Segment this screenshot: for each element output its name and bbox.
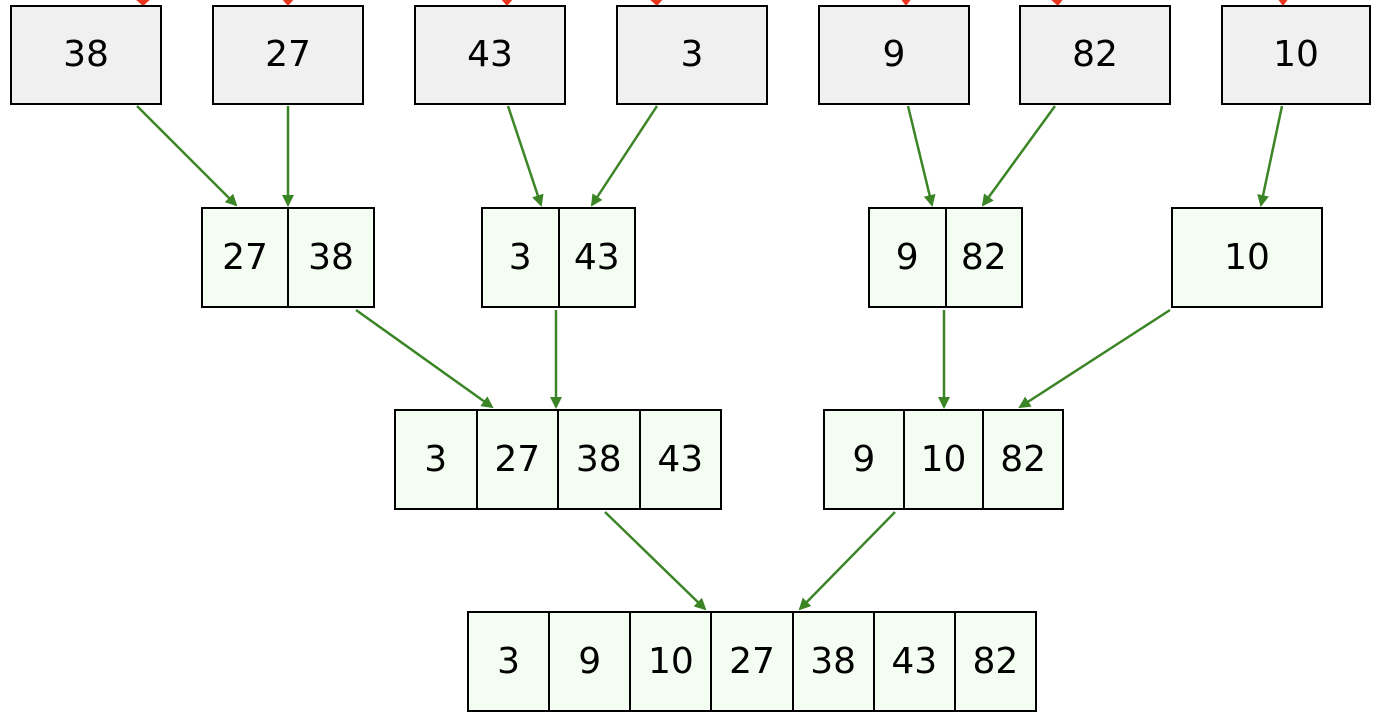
merge-arrow (1018, 308, 1171, 409)
merged-node: 27 38 (201, 207, 375, 308)
node-value: 82 (1072, 34, 1118, 75)
merge-arrow (590, 105, 659, 207)
node-value: 9 (852, 438, 876, 480)
node-value: 9 (895, 236, 919, 278)
input-node: 43 (414, 5, 566, 105)
node-value: 9 (882, 34, 906, 75)
split-arrow-tip (282, 0, 294, 6)
input-node: 27 (212, 5, 364, 105)
split-arrow-tip (1278, 0, 1288, 6)
merge-arrow (136, 105, 238, 207)
node-value: 82 (953, 613, 1035, 710)
merge-arrow (981, 105, 1057, 207)
node-value: 10 (1224, 236, 1270, 278)
input-node: 38 (10, 5, 162, 105)
node-value: 10 (629, 613, 710, 710)
node-value: 3 (424, 438, 448, 480)
node-value: 43 (467, 34, 513, 75)
node-value: 82 (944, 209, 1022, 306)
merge-arrow (506, 105, 544, 207)
node-value: 3 (680, 34, 704, 75)
node-value: 43 (557, 209, 635, 306)
node-value: 27 (475, 411, 558, 508)
node-value: 82 (982, 411, 1062, 508)
node-value: 38 (63, 34, 109, 75)
merge-arrow (798, 511, 896, 611)
node-value: 10 (1273, 34, 1319, 75)
input-node: 82 (1019, 5, 1171, 105)
node-value: 3 (508, 236, 532, 278)
node-value: 38 (791, 613, 873, 710)
node-value: 38 (287, 209, 373, 306)
input-node: 9 (818, 5, 970, 105)
merged-node: 3 43 (481, 207, 636, 308)
node-value: 27 (222, 236, 268, 278)
merge-arrow (355, 308, 494, 409)
node-value: 27 (710, 613, 791, 710)
merge-arrow (906, 105, 936, 207)
merged-node: 9 82 (868, 207, 1023, 308)
node-value: 9 (548, 613, 629, 710)
split-arrow-tip (136, 0, 150, 6)
node-value: 43 (638, 411, 721, 508)
merged-node: 10 (1171, 207, 1323, 308)
input-node: 3 (616, 5, 768, 105)
split-arrow-tip (901, 0, 911, 6)
node-value: 43 (872, 613, 954, 710)
split-arrow-tip (501, 0, 513, 6)
merge-arrow (1257, 105, 1284, 207)
split-arrow-tip (1051, 0, 1063, 6)
merge-arrow (604, 511, 707, 611)
node-value: 27 (265, 34, 311, 75)
split-arrow-tip (650, 0, 663, 6)
node-value: 38 (557, 411, 639, 508)
input-node: 10 (1221, 5, 1371, 105)
node-value: 10 (902, 411, 983, 508)
node-value: 3 (497, 640, 521, 682)
